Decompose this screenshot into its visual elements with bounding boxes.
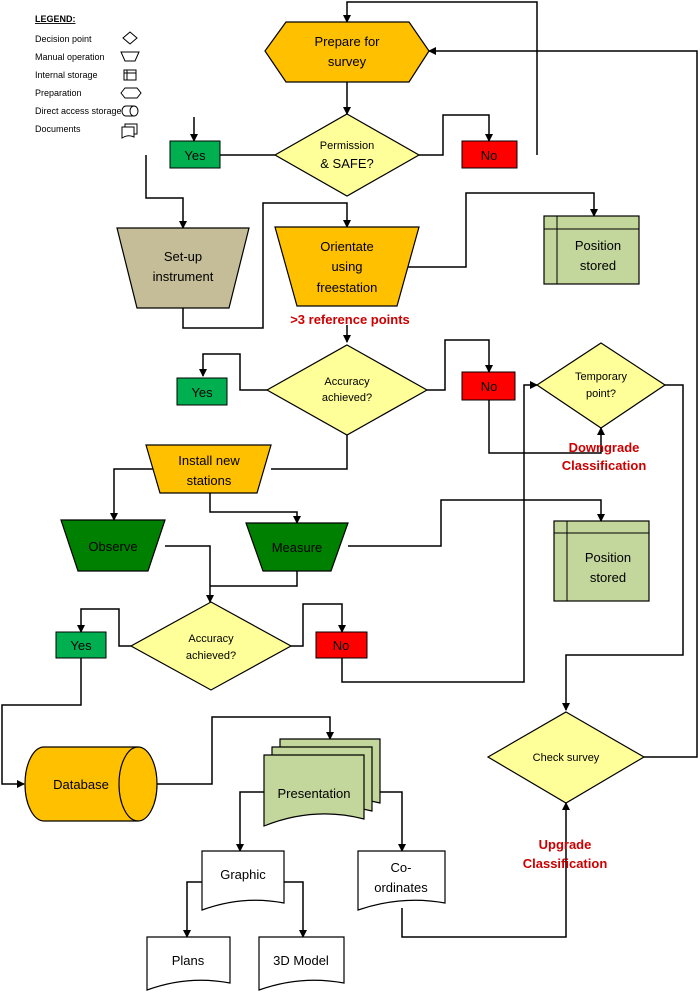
- accuracy1-line1: Accuracy: [324, 376, 370, 388]
- permission-line2: & SAFE?: [320, 156, 373, 171]
- orientate-node: Orientate using freestation: [274, 226, 420, 307]
- yes1-label: Yes: [184, 148, 206, 163]
- graphic-node: Graphic: [201, 850, 285, 911]
- upgrade-line1: Upgrade: [539, 837, 592, 852]
- hexagon-icon: [120, 87, 142, 99]
- prepare-line1: Prepare for: [314, 34, 380, 49]
- temporary-line2: point?: [586, 388, 616, 400]
- position1-line2: stored: [580, 258, 616, 273]
- database-label: Database: [53, 777, 109, 792]
- measure-label: Measure: [272, 540, 323, 555]
- temporary-point-decision: Temporary point?: [535, 342, 667, 429]
- documents-icon: [121, 123, 138, 139]
- no1-label: No: [481, 148, 498, 163]
- 3d-model-node: 3D Model: [258, 936, 345, 991]
- downgrade-line1: Downgrade: [569, 440, 640, 455]
- yes2-label: Yes: [191, 385, 213, 400]
- database-node: Database: [24, 746, 158, 822]
- yes-box-1: Yes: [169, 140, 221, 169]
- orientate-line2: using: [331, 259, 362, 274]
- no2-label: No: [481, 379, 498, 394]
- coordinates-line1: Co-: [391, 860, 412, 875]
- legend-item-direct-access: Direct access storage: [35, 106, 122, 116]
- yes-box-2: Yes: [176, 377, 228, 406]
- position2-line2: stored: [590, 570, 626, 585]
- orientate-line1: Orientate: [320, 239, 373, 254]
- setup-line1: Set-up: [164, 249, 202, 264]
- permission-decision: Permission & SAFE?: [273, 113, 421, 197]
- upgrade-line2: Classification: [523, 856, 608, 871]
- accuracy1-line2: achieved?: [322, 392, 372, 404]
- prepare-survey-node: Prepare for survey: [264, 21, 430, 83]
- orientate-line3: freestation: [317, 280, 378, 295]
- permission-line1: Permission: [320, 140, 374, 152]
- temporary-line1: Temporary: [575, 371, 627, 383]
- position2-line1: Position: [585, 550, 631, 565]
- connectors: [1, 1, 698, 938]
- trapezoid-icon: [120, 51, 140, 62]
- prepare-line2: survey: [328, 54, 367, 69]
- internal-storage-icon: [123, 69, 137, 81]
- plans-label: Plans: [172, 953, 205, 968]
- install-stations-node: Install new stations: [145, 444, 272, 494]
- legend-item-preparation: Preparation: [35, 88, 82, 98]
- legend: LEGEND: Decision point Manual operation …: [35, 14, 142, 139]
- check-survey-decision: Check survey: [486, 711, 646, 804]
- no-box-3: No: [315, 631, 368, 659]
- presentation-label: Presentation: [278, 786, 351, 801]
- position-stored-2: Position stored: [553, 520, 650, 602]
- diamond-icon: [122, 31, 138, 45]
- coordinates-line2: ordinates: [374, 880, 428, 895]
- position1-line1: Position: [575, 238, 621, 253]
- setup-line2: instrument: [153, 269, 214, 284]
- position-stored-1: Position stored: [543, 215, 640, 285]
- accuracy2-line2: achieved?: [186, 650, 236, 662]
- presentation-node: Presentation: [263, 738, 381, 827]
- accuracy-decision-1: Accuracy achieved?: [265, 344, 429, 436]
- measure-node: Measure: [245, 522, 349, 572]
- legend-item-internal: Internal storage: [35, 70, 98, 80]
- no3-label: No: [333, 638, 350, 653]
- yes3-label: Yes: [70, 638, 92, 653]
- no-box-2: No: [461, 371, 516, 401]
- legend-item-decision: Decision point: [35, 34, 92, 44]
- legend-title: LEGEND:: [35, 14, 76, 24]
- install-line2: stations: [187, 473, 232, 488]
- coordinates-node: Co- ordinates: [357, 850, 446, 911]
- observe-label: Observe: [88, 539, 137, 554]
- downgrade-line2: Classification: [562, 458, 647, 473]
- checksurvey-label: Check survey: [533, 752, 600, 764]
- observe-node: Observe: [60, 519, 166, 572]
- cylinder-icon: [121, 105, 139, 117]
- accuracy2-line1: Accuracy: [188, 633, 234, 645]
- legend-item-manual: Manual operation: [35, 52, 105, 62]
- reference-points-note: >3 reference points: [290, 312, 410, 327]
- 3d-model-label: 3D Model: [273, 953, 329, 968]
- accuracy-decision-2: Accuracy achieved?: [129, 601, 293, 691]
- no-box-1: No: [461, 140, 518, 169]
- yes-box-3: Yes: [55, 631, 107, 659]
- plans-node: Plans: [146, 936, 231, 991]
- setup-instrument-node: Set-up instrument: [116, 227, 250, 309]
- graphic-label: Graphic: [220, 867, 266, 882]
- legend-item-documents: Documents: [35, 124, 81, 134]
- install-line1: Install new: [178, 453, 240, 468]
